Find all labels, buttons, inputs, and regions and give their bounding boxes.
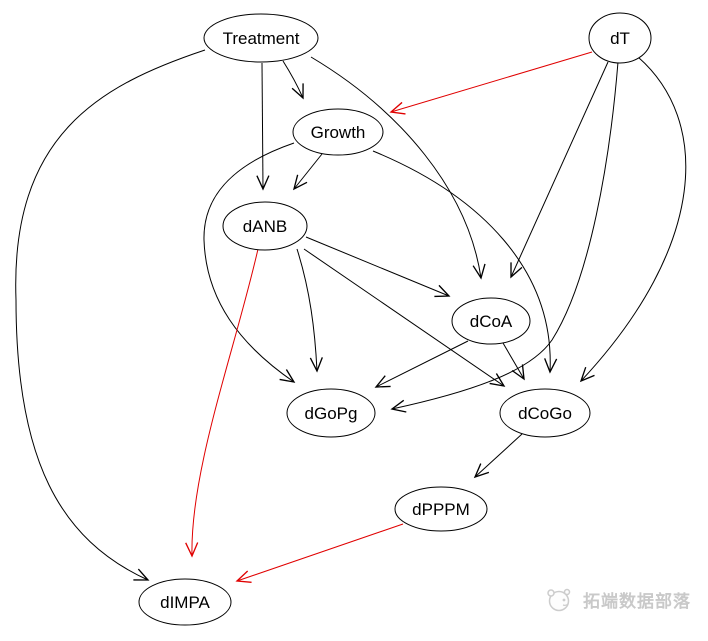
edge-dt-dcogo <box>579 56 687 383</box>
node-dpppm: dPPPM <box>394 486 488 532</box>
edges-layer <box>15 49 687 584</box>
edge-treatment-danb <box>256 62 270 191</box>
node-dcoa: dCoA <box>451 297 531 345</box>
node-dcogo: dCoGo <box>499 388 591 438</box>
edge-danb-dcoa <box>305 236 451 298</box>
edge-danb-dgopg <box>296 248 323 373</box>
node-dimpa: dIMPA <box>138 578 232 626</box>
node-dpppm-label: dPPPM <box>412 500 470 519</box>
edge-dt-growth <box>389 51 593 115</box>
edge-growth-danb <box>292 153 323 191</box>
node-dcogo-ellipse <box>499 388 591 438</box>
node-danb-ellipse <box>222 201 308 251</box>
watermark-text: 拓端数据部落 <box>583 591 691 611</box>
edge-treatment-growth <box>282 60 304 100</box>
watermark: 拓端数据部落 <box>543 584 691 614</box>
edge-treatment-dcoa <box>310 56 486 280</box>
node-dt-ellipse <box>588 12 652 64</box>
edge-dcogo-dpppm <box>473 433 523 479</box>
edge-danb-dimpa <box>185 248 259 558</box>
node-dcogo-label: dCoGo <box>518 404 572 423</box>
node-dgopg: dGoPg <box>286 388 376 438</box>
node-dgopg-ellipse <box>286 388 376 438</box>
edge-dt-dgopg <box>390 61 619 413</box>
tuoduan-logo <box>547 588 571 612</box>
edge-growth-dgopg <box>203 142 296 383</box>
node-dgopg-label: dGoPg <box>305 404 358 423</box>
node-growth-ellipse <box>292 108 384 156</box>
edge-dt-dcoa <box>510 61 609 279</box>
node-dt-label: dT <box>610 29 630 48</box>
edge-dpppm-dimpa <box>235 523 404 584</box>
node-growth-label: Growth <box>311 123 366 142</box>
node-danb-label: dANB <box>243 217 287 236</box>
edge-dcoa-dcogo <box>502 342 525 381</box>
node-treatment-ellipse <box>203 13 319 63</box>
node-dimpa-label: dIMPA <box>160 593 210 612</box>
node-dcoa-label: dCoA <box>470 312 513 331</box>
node-dcoa-ellipse <box>451 297 531 345</box>
node-treatment-label: Treatment <box>223 29 300 48</box>
edge-treatment-dimpa <box>15 49 206 581</box>
edge-dcoa-dgopg <box>374 340 469 388</box>
node-danb: dANB <box>222 201 308 251</box>
node-dimpa-ellipse <box>138 578 232 626</box>
node-dt: dT <box>588 12 652 64</box>
edge-danb-dcogo <box>303 248 506 387</box>
nodes-layer: Treatment dT Growth dANB dCoA dGoPg dCoGo dPPPM… <box>138 12 652 626</box>
node-growth: Growth <box>292 108 384 156</box>
node-treatment: Treatment <box>203 13 319 63</box>
edge-growth-dcogo <box>372 150 558 374</box>
node-dpppm-ellipse <box>394 486 488 532</box>
